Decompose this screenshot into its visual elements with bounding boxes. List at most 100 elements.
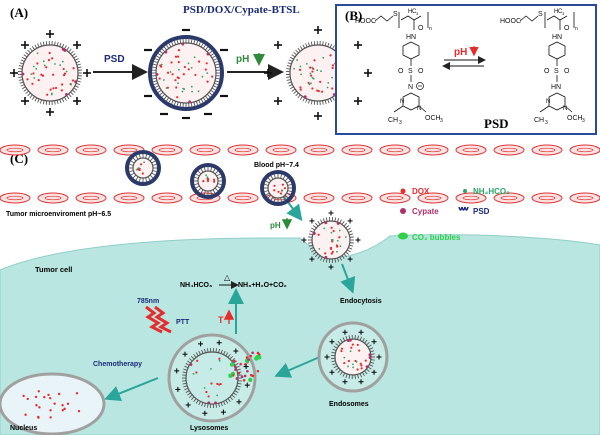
nh4hco3-dot: [323, 227, 326, 230]
dox-dot: [313, 59, 316, 62]
nh4hco3-dot: [281, 189, 284, 192]
red-blood-cell: [37, 192, 69, 204]
eq-ph-label: pH: [454, 47, 467, 58]
struct-right-sub3: 3: [562, 11, 565, 16]
red-blood-cell: [113, 192, 145, 204]
dox-in-nucleus: [61, 409, 64, 412]
struct-left-ring-n2: N: [417, 106, 421, 112]
bilayer: [132, 157, 154, 179]
cypate-dot: [312, 231, 316, 235]
nh4hco3-dot: [343, 356, 346, 359]
plus-sign: [324, 354, 330, 360]
struct-right-hn: HN: [551, 84, 561, 91]
legend-nh4hco3-icon: [463, 189, 467, 193]
rbc-outer: [455, 192, 487, 204]
chemotherapy-arrow: [104, 377, 159, 401]
rbc-outer: [0, 192, 31, 204]
plus-sign: [182, 351, 188, 357]
dox-dot: [218, 383, 221, 386]
dox-in-nucleus: [57, 392, 61, 396]
red-blood-cell: [341, 144, 373, 156]
red-blood-cell: [151, 144, 183, 156]
nh4hco3-dot: [206, 72, 209, 75]
dox-dot: [202, 179, 205, 183]
red-blood-cell: [75, 192, 107, 204]
plus-sign: [355, 237, 361, 243]
nh4hco3-dot: [218, 359, 221, 362]
rbc-inner: [576, 195, 594, 201]
dox-dot: [60, 83, 64, 86]
released-payload: [239, 362, 242, 366]
nh4hco3-dot: [310, 82, 312, 85]
endocytosis-arrow: [340, 263, 356, 294]
cypate-dot: [235, 377, 239, 380]
nh4hco3-dot: [216, 394, 219, 397]
rbc-outer: [569, 144, 600, 156]
dox-dot: [360, 367, 363, 370]
nh4hco3-dot: [191, 90, 193, 93]
struct-left-och3: OCH: [425, 115, 441, 122]
dox-in-nucleus: [35, 404, 38, 407]
dox-dot: [205, 62, 208, 65]
legend-dox-icon: [400, 188, 406, 194]
dox-dot: [336, 245, 339, 248]
nh4hco3-dot: [190, 85, 193, 88]
plus-sign: [185, 402, 191, 408]
dox-dot: [279, 192, 283, 195]
cypate-dot: [368, 356, 372, 359]
dox-dot: [176, 96, 179, 99]
cypate-dot: [324, 255, 328, 259]
dox-dot: [63, 72, 67, 75]
nh4hco3-dot: [320, 70, 322, 73]
nh4hco3-dot: [160, 63, 163, 66]
released-payload: [256, 369, 260, 373]
plus-sign: [354, 41, 362, 49]
dox-dot: [364, 359, 367, 362]
nh4hco3-dot: [42, 60, 45, 63]
plus-sign: [21, 41, 29, 49]
dox-dot: [319, 80, 322, 83]
plus-sign: [21, 97, 29, 105]
dox-dot: [317, 233, 320, 236]
rbc-outer: [75, 144, 107, 156]
struct-left-nh: HN: [406, 34, 416, 41]
red-blood-cell: [303, 144, 335, 156]
released-payload: [242, 378, 246, 382]
nh4hco3-dot: [309, 72, 312, 75]
rbc-inner: [500, 195, 518, 201]
struct-left-c: C: [412, 9, 417, 15]
plus-sign: [236, 399, 242, 405]
legend-co2: CO₂ bubbles: [412, 233, 461, 242]
dox-dot: [359, 362, 362, 365]
equilibrium-arrows: pH: [442, 46, 486, 70]
plus-sign: [309, 256, 315, 262]
dox-dot: [310, 74, 313, 77]
dox-dot: [36, 62, 39, 65]
plus-sign: [358, 329, 364, 335]
arrow-psd-label: PSD: [104, 54, 125, 65]
nh4hco3-dot: [296, 59, 299, 61]
rbc-inner: [310, 147, 328, 153]
cypate-dot: [74, 80, 77, 84]
rbc-outer: [341, 144, 373, 156]
struct-left-ch3-sub: 3: [399, 120, 402, 126]
nh4hco3-dot: [36, 52, 39, 55]
cypate-dot: [346, 339, 350, 343]
struct-left-h: H: [408, 9, 412, 15]
liposome: [182, 348, 242, 408]
dox-dot: [281, 183, 284, 186]
cypate-dot: [234, 368, 237, 371]
rbc-outer: [569, 192, 600, 204]
liposome: [331, 334, 375, 380]
panel-b-frame: [335, 4, 597, 135]
red-blood-cell: [227, 192, 259, 204]
struct-right-och3-sub: 3: [582, 118, 585, 124]
nh4hco3-dot: [344, 236, 347, 238]
nh4hco3-dot: [30, 73, 33, 76]
red-blood-cell: [455, 144, 487, 156]
released-payload: [249, 373, 253, 377]
rbc-inner: [424, 147, 442, 153]
dox-dot: [356, 343, 359, 347]
plus-sign: [243, 364, 249, 370]
dox-dot: [331, 87, 334, 90]
